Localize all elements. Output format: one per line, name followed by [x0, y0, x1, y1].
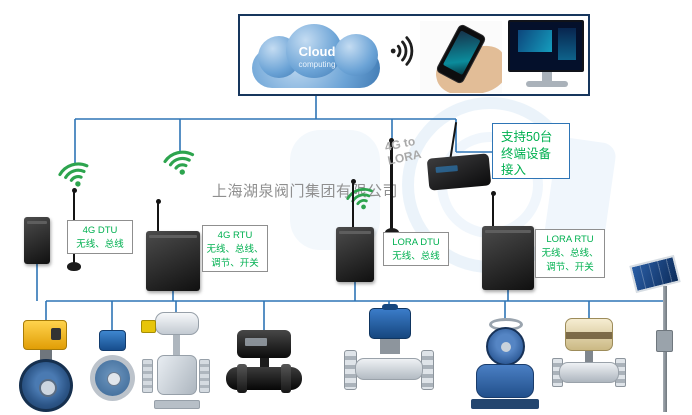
lora-gateway-image: [426, 153, 492, 191]
cloud-shape: [286, 24, 342, 78]
product-solar-pole-station: [629, 254, 692, 412]
valve-flange: [142, 359, 153, 393]
wifi-signal-icon: [163, 150, 195, 175]
monitor-base: [526, 81, 568, 87]
electric-actuator: [369, 304, 411, 339]
cloud-shape: [334, 34, 378, 76]
valve-stem: [173, 335, 180, 355]
whip-antenna-image: [350, 179, 356, 227]
ball-valve-body: [559, 362, 619, 383]
monitor-stand: [542, 72, 552, 81]
cloud-computing-image: Cloud computing: [250, 22, 384, 92]
device-label-title: LORA DTU: [392, 237, 440, 248]
device-label-title: LORA RTU: [546, 234, 594, 245]
lora-dtu-module-image: [336, 227, 374, 282]
product-ball-valve-electric-actuator: [552, 318, 626, 404]
device-label-title: 4G DTU: [82, 225, 118, 236]
wifi-signal-icon: [58, 162, 89, 187]
4g-dtu-module-image: [24, 217, 50, 264]
valve-stem: [260, 358, 269, 367]
label-box-4g-rtu: 4G RTU 无线、总线、 调节、开关: [202, 225, 268, 272]
electric-actuator: [237, 330, 291, 358]
electric-actuator: [99, 330, 126, 351]
whip-antenna-image: [155, 199, 161, 231]
device-label-line: 调节、开关: [211, 257, 259, 269]
cloud-subtitle: computing: [298, 60, 336, 69]
ball-valve-body: [355, 358, 423, 380]
monitor-screen: [508, 20, 584, 72]
label-box-lora-dtu: LORA DTU 无线、总线: [383, 232, 449, 266]
4g-rtu-module-image: [146, 231, 200, 291]
device-label-title: 4G RTU: [217, 230, 253, 241]
phone-in-hand-image: [420, 21, 502, 93]
cloud-title: Cloud: [298, 44, 336, 59]
device-label-line: 无线、总线、: [541, 247, 599, 259]
union-nut: [237, 364, 247, 393]
valve-stem: [40, 350, 52, 360]
valve-base-flange: [471, 399, 539, 409]
solar-panel: [629, 254, 681, 294]
desktop-monitor-image: [506, 20, 586, 94]
whip-antenna-image: [490, 191, 496, 226]
valve-positioner: [141, 320, 156, 333]
capacity-note-line: 终端设备: [501, 146, 552, 161]
valve-flange: [199, 359, 210, 393]
butterfly-valve-body: [90, 355, 135, 401]
butterfly-valve-body: [19, 359, 73, 412]
device-label-line: 无线、总线、: [206, 243, 264, 255]
product-gate-valve-pneumatic-actuator: [140, 312, 212, 412]
wifi-icon: [390, 36, 414, 66]
cloud-platform-panel: Cloud computing: [238, 14, 590, 96]
product-pvc-ball-valve-black: [226, 330, 302, 402]
gearbox: [486, 327, 525, 366]
device-label-line: 无线、总线: [392, 250, 440, 262]
electric-actuator: [23, 320, 67, 350]
valve-stem: [585, 351, 593, 362]
device-label-line: 调节、开关: [546, 261, 594, 273]
control-box: [656, 330, 673, 352]
product-flanged-ball-valve-blue-actuator: [344, 304, 434, 408]
product-butterfly-valve-yellow-actuator: [14, 318, 78, 412]
product-butterfly-valve-blue-actuator: [84, 330, 140, 408]
label-box-lora-rtu: LORA RTU 无线、总线、 调节、开关: [535, 229, 605, 278]
valve-body: [157, 355, 197, 395]
device-label-line: 无线、总线: [76, 238, 124, 250]
lora-rtu-module-image: [482, 226, 534, 290]
label-box-4g-dtu: 4G DTU 无线、总线: [67, 220, 133, 254]
product-butterfly-valve-gearbox: [468, 318, 542, 410]
union-nut: [281, 364, 291, 393]
actuator-mount: [380, 339, 400, 354]
capacity-note-line: 接入: [501, 163, 527, 177]
valve-base-flange: [154, 400, 200, 409]
valve-body: [476, 364, 534, 398]
capacity-note-box: 支持50台 终端设备 接入: [492, 123, 570, 179]
pneumatic-actuator: [155, 312, 199, 335]
capacity-note-line: 支持50台: [501, 130, 553, 144]
electric-actuator: [565, 318, 613, 351]
